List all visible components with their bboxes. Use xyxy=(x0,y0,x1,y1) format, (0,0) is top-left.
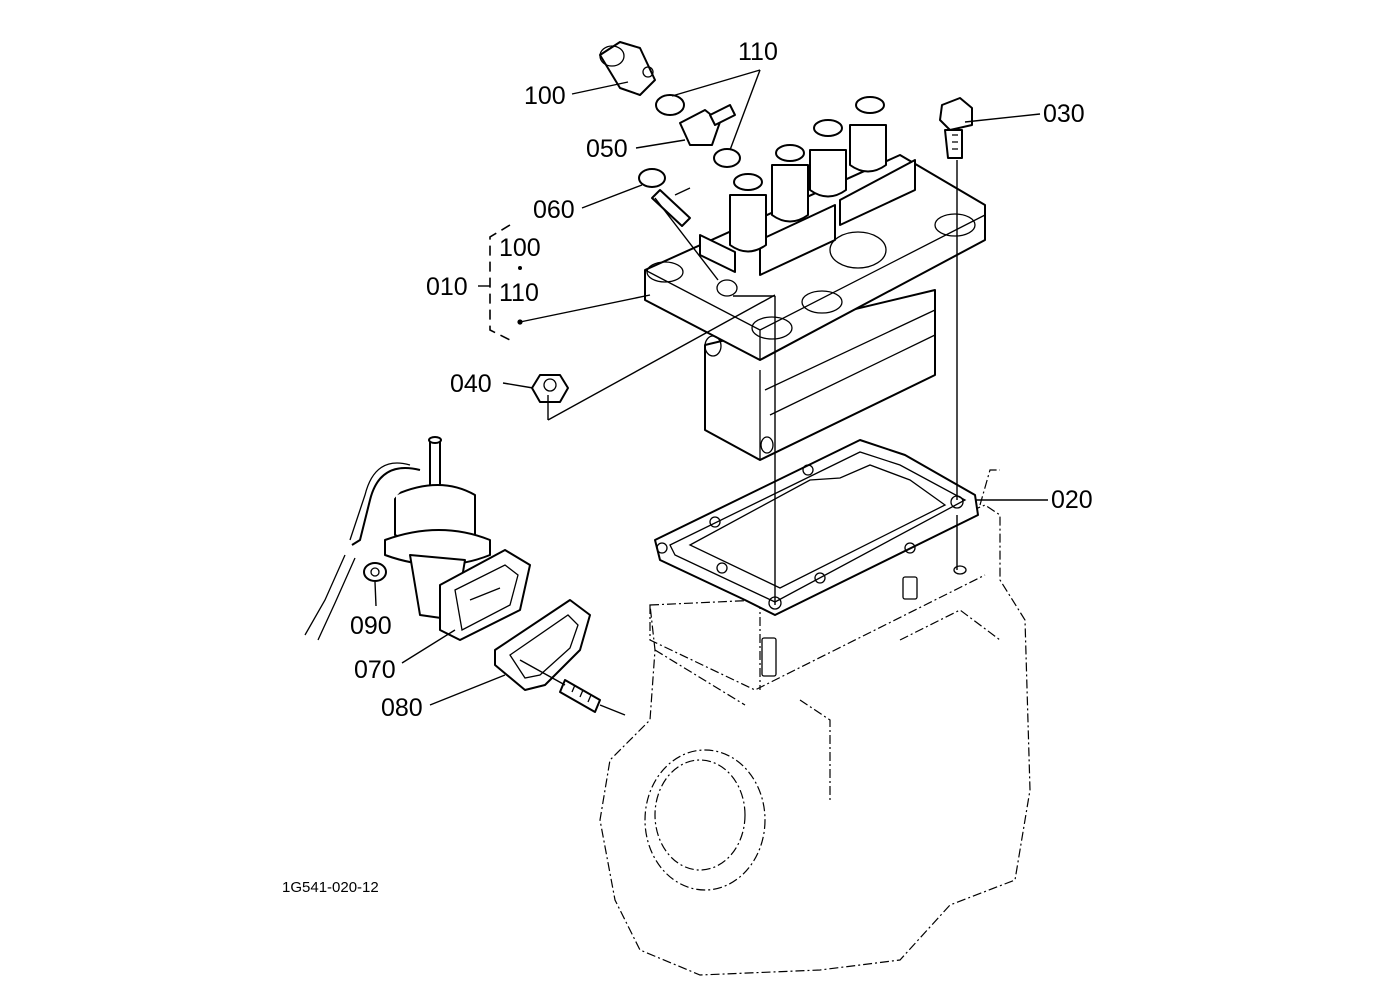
assembly-bracket xyxy=(489,224,511,341)
air-bleed-screw xyxy=(638,168,691,227)
flange-nut xyxy=(531,374,569,403)
banjo-bolt xyxy=(599,41,656,96)
feed-pump-gasket xyxy=(494,599,591,691)
callout-060: 060 xyxy=(533,196,575,224)
callout-090: 090 xyxy=(350,612,392,640)
copper-washer-upper xyxy=(655,94,685,116)
assembly-dot-upper xyxy=(518,266,522,270)
stud-bolt xyxy=(559,679,601,713)
callout-020: 020 xyxy=(1051,486,1093,514)
callout-100-group: 100 xyxy=(499,234,541,262)
injection-pump xyxy=(644,96,986,461)
banjo-fitting xyxy=(679,104,736,146)
leader-lines xyxy=(374,69,1048,716)
callout-070: 070 xyxy=(354,656,396,684)
drawing-code: 1G541-020-12 xyxy=(282,879,379,896)
fuel-feed-pump xyxy=(304,436,531,641)
assembly-dot-lower xyxy=(517,319,523,325)
callout-010: 010 xyxy=(426,273,468,301)
flange-bolt xyxy=(939,97,973,159)
callout-050: 050 xyxy=(586,135,628,163)
feed-pump-nut xyxy=(363,562,387,582)
callout-100-top: 100 xyxy=(524,82,566,110)
callout-030: 030 xyxy=(1043,100,1085,128)
pump-gasket xyxy=(654,439,979,616)
callout-080: 080 xyxy=(381,694,423,722)
callout-110-top: 110 xyxy=(738,38,778,66)
callout-040: 040 xyxy=(450,370,492,398)
callout-110-group: 110 xyxy=(499,279,539,307)
copper-washer-lower xyxy=(713,148,741,168)
